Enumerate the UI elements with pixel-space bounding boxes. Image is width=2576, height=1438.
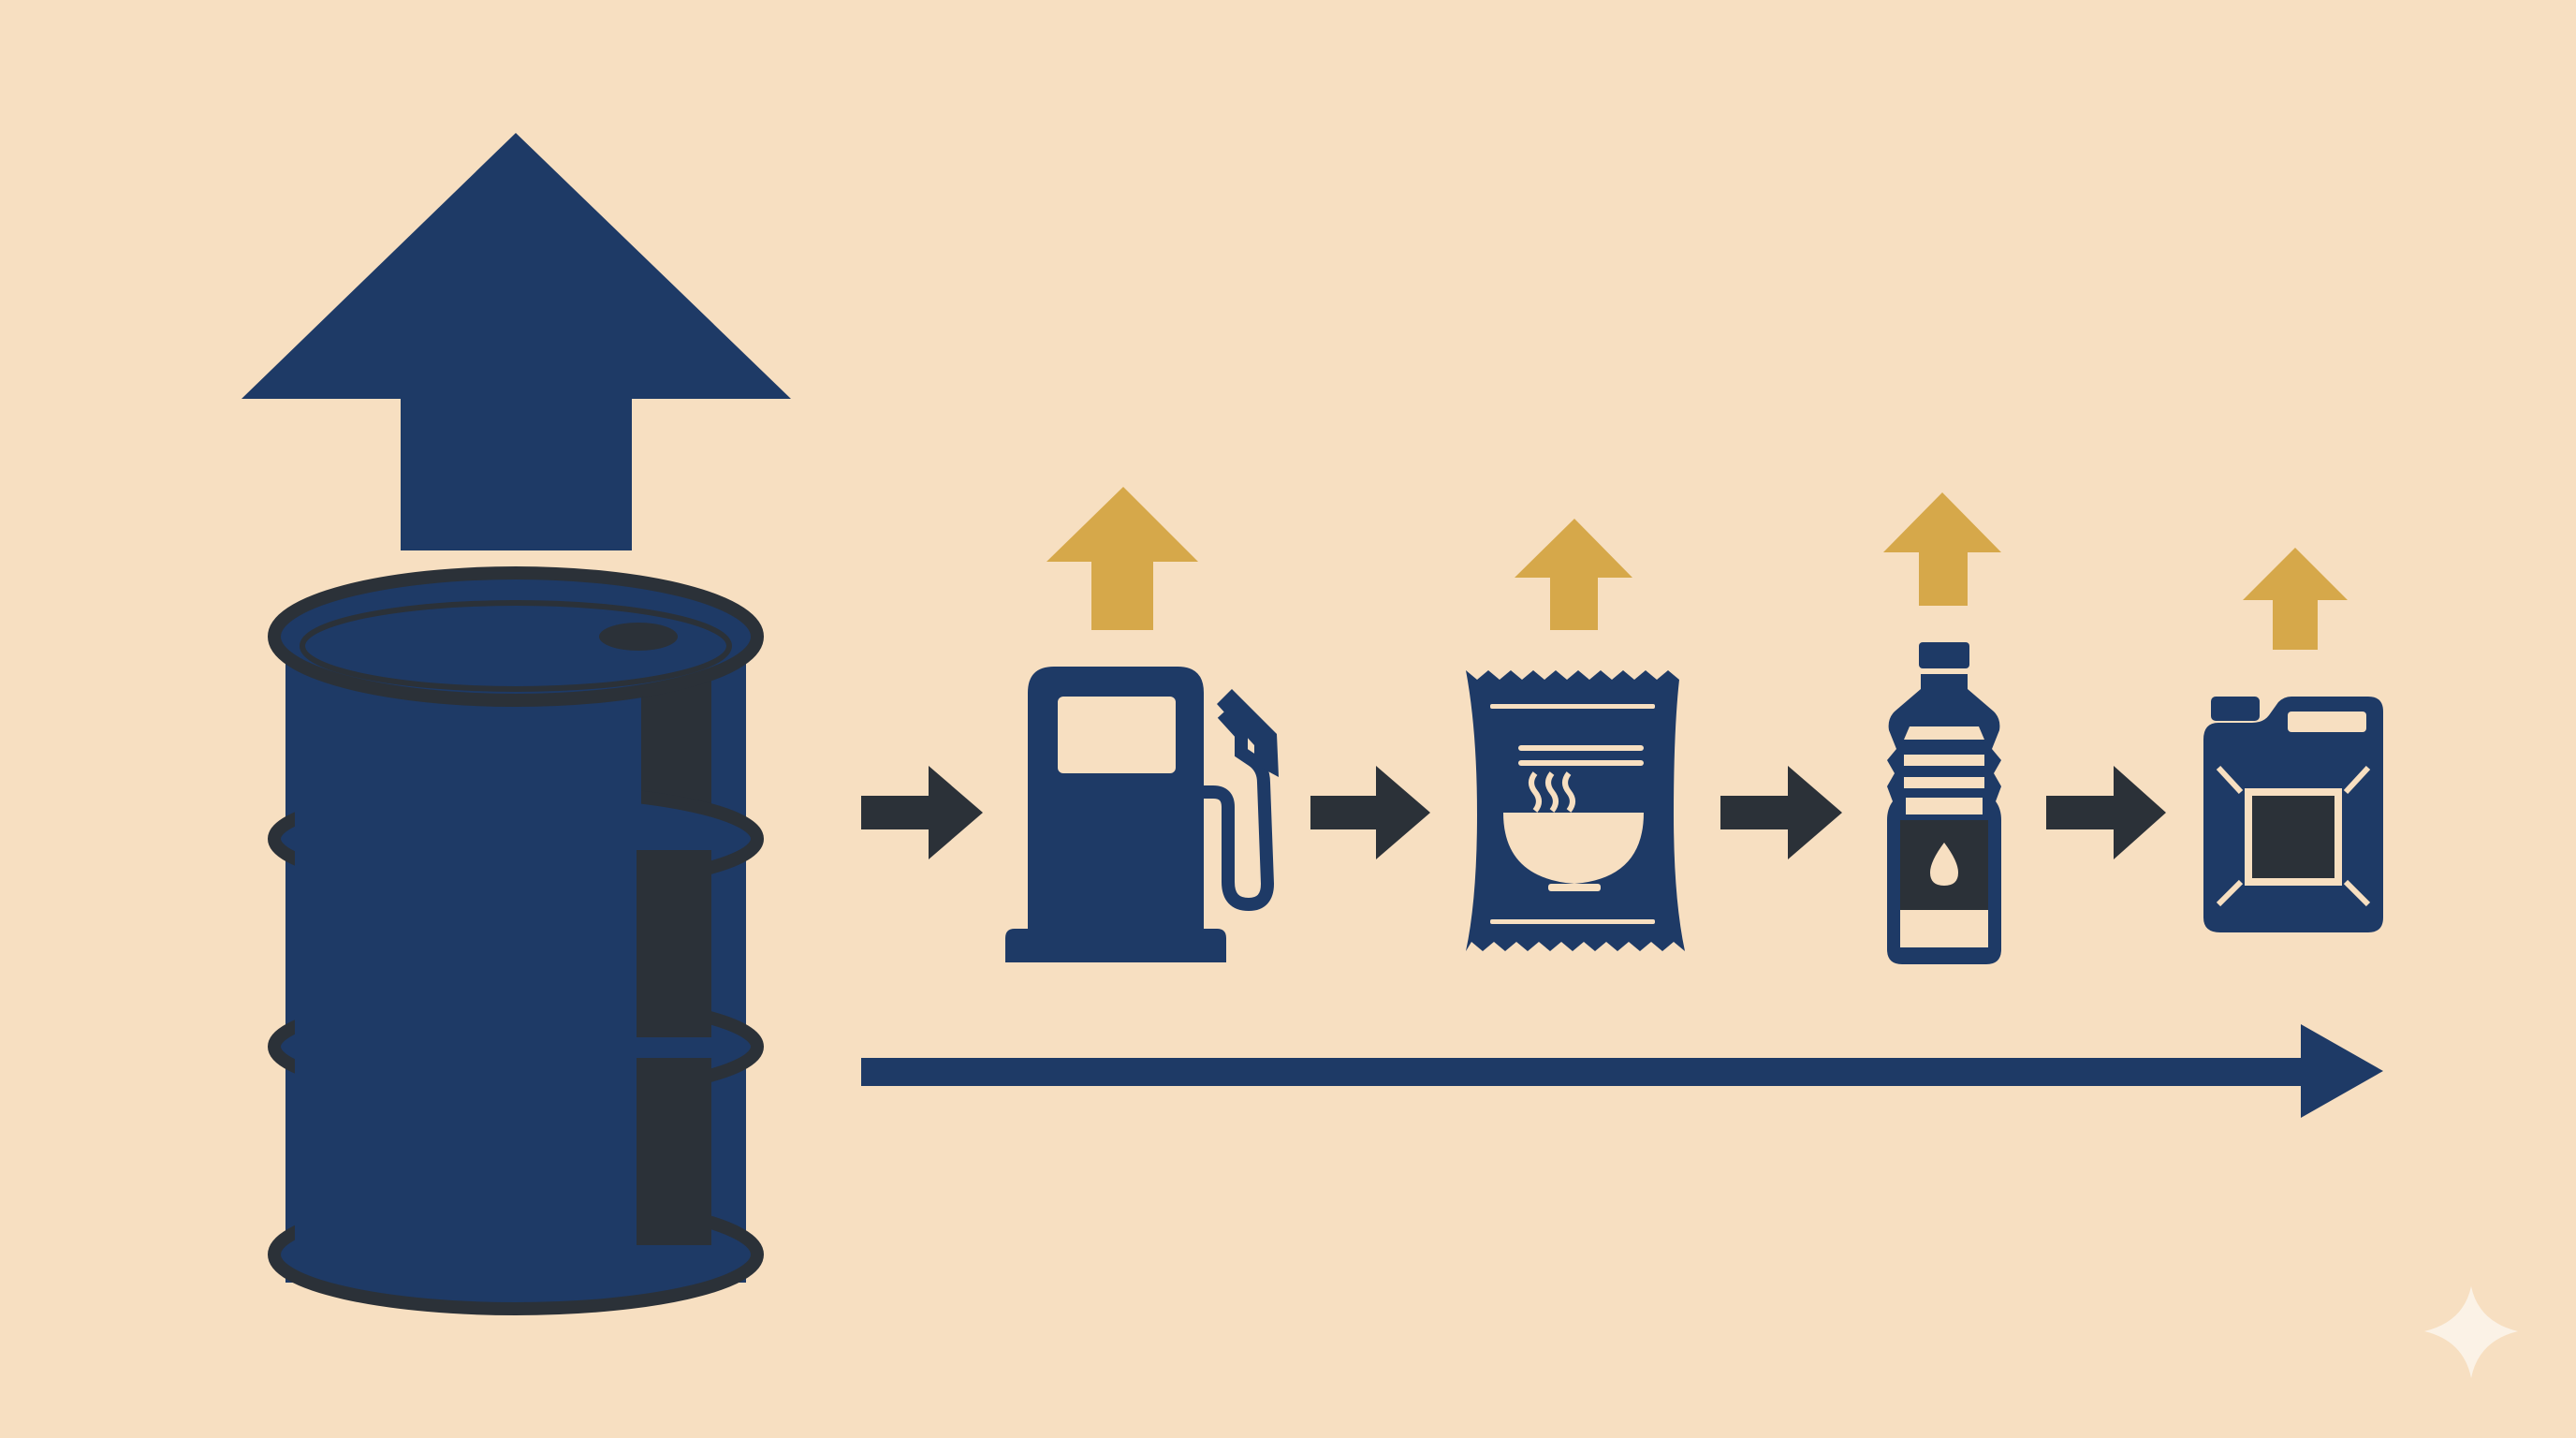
long-right-arrow-icon [861,1024,2383,1118]
right-arrow-icon [861,766,983,859]
instant-noodle-pack-icon [1466,670,1685,951]
plastic-bottle-icon [1887,642,2001,964]
up-arrow-icon [1046,487,1198,630]
fuel-pump-icon [1005,667,1279,962]
right-arrow-icon [1310,766,1430,859]
jerry-can-icon [2203,697,2383,932]
big-up-arrow-icon [242,133,791,550]
right-arrow-icon [1720,766,1842,859]
up-arrow-icon [1883,492,2001,606]
sparkle-icon [2424,1286,2518,1378]
oil-barrel-icon [268,566,764,1315]
up-arrow-icon [1515,519,1632,630]
up-arrow-icon [2243,548,2348,650]
right-arrow-icon [2046,766,2166,859]
